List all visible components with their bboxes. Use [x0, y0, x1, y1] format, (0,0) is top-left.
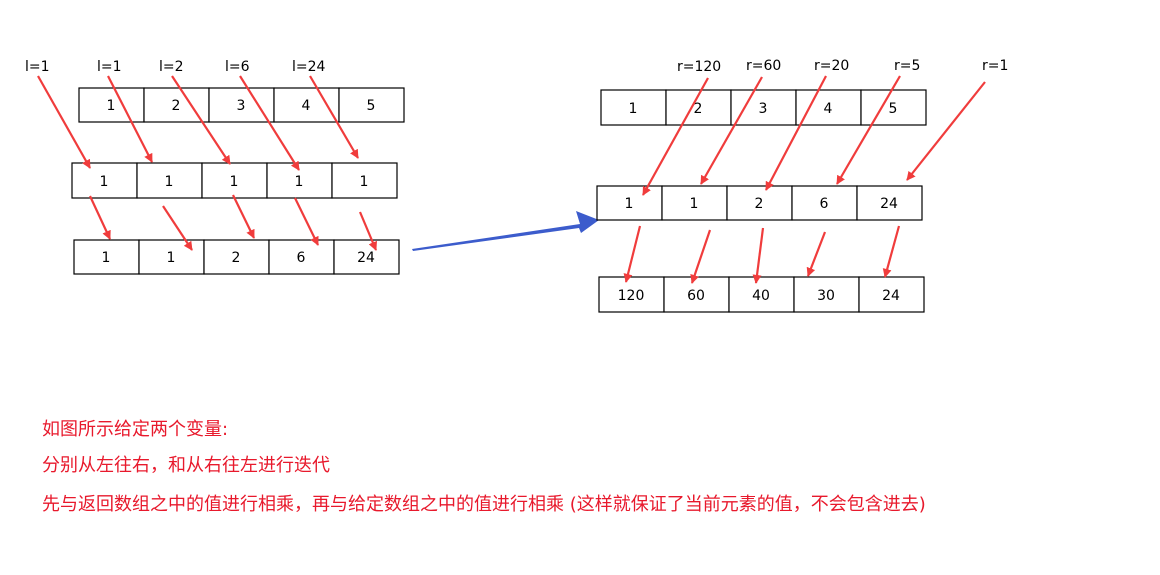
right-label-arrow: [906, 81, 986, 181]
right-result-cell-1: 60: [687, 288, 705, 304]
right-result-cell-4: 24: [882, 288, 900, 304]
right-label-3: r=5: [894, 58, 920, 74]
left-label-2: l=2: [159, 59, 184, 75]
right-label-arrow: [765, 75, 827, 191]
left-given-cell-0: 1: [107, 98, 116, 114]
left-result-cell-4: 24: [357, 250, 375, 266]
blue-arrow-shape: [412, 211, 599, 251]
left-result-arrow: [294, 197, 319, 246]
left-result-arrows: [89, 194, 378, 251]
left-result-arrow: [232, 194, 255, 239]
left-given-cell-4: 5: [367, 98, 376, 114]
left-result-arrow: [89, 195, 111, 240]
left-init-cell-2: 1: [230, 174, 239, 190]
right-result-arrow: [623, 225, 642, 283]
right-result-cell-2: 40: [752, 288, 770, 304]
left-label-3: l=6: [225, 59, 250, 75]
right-label-arrows: [642, 75, 986, 196]
left-init-cell-4: 1: [360, 174, 369, 190]
left-given-array: 1 2 3 4 5: [78, 87, 405, 123]
left-result-arrow: [162, 205, 193, 251]
left-result-cell-3: 6: [297, 250, 306, 266]
left-label-arrows: [37, 75, 359, 171]
left-label-0: l=1: [25, 59, 50, 75]
right-mid-cell-0: 1: [625, 196, 634, 212]
right-result-cell-3: 30: [817, 288, 835, 304]
left-label-arrow: [37, 75, 91, 169]
right-mid-array: 1 1 2 6 24: [596, 185, 923, 221]
right-given-array: 1 2 3 4 5: [600, 89, 927, 126]
right-label-4: r=1: [982, 58, 1008, 74]
right-label-arrow: [642, 77, 709, 196]
left-label-4: l=24: [292, 59, 326, 75]
left-result-cell-0: 1: [102, 250, 111, 266]
right-mid-cell-3: 6: [820, 196, 829, 212]
left-result-cell-2: 2: [232, 250, 241, 266]
right-result-cell-0: 120: [618, 288, 645, 304]
left-label-arrow: [309, 75, 359, 159]
left-label-arrow: [171, 75, 231, 165]
left-label-1: l=1: [97, 59, 122, 75]
right-label-arrow: [700, 76, 763, 185]
right-mid-cell-2: 2: [755, 196, 764, 212]
left-init-cell-0: 1: [100, 174, 109, 190]
right-label-arrow: [836, 75, 901, 185]
left-given-cell-2: 3: [237, 98, 246, 114]
left-result-cell-1: 1: [167, 250, 176, 266]
right-given-cell-1: 2: [694, 101, 703, 117]
right-given-cell-4: 5: [889, 101, 898, 117]
left-init-array: 1 1 1 1 1: [71, 162, 398, 199]
left-given-cell-3: 4: [302, 98, 311, 114]
left-label-arrow: [239, 75, 300, 171]
left-result-arrow: [358, 211, 378, 251]
right-label-0: r=120: [677, 59, 721, 75]
right-result-arrow: [882, 225, 901, 278]
caption-line-3: 先与返回数组之中的值进行相乘，再与给定数组之中的值进行相乘 (这样就保证了当前元…: [42, 494, 926, 515]
right-result-arrow: [690, 229, 712, 284]
right-label-1: r=60: [746, 58, 781, 74]
caption-line-1: 如图所示给定两个变量:: [42, 419, 229, 440]
right-result-array: 120 60 40 30 24: [598, 276, 925, 313]
left-given-cell-1: 2: [172, 98, 181, 114]
left-init-cell-3: 1: [295, 174, 304, 190]
blue-transition-arrow: [412, 211, 599, 251]
right-label-2: r=20: [814, 58, 849, 74]
right-given-cell-0: 1: [629, 101, 638, 117]
left-result-array: 1 1 2 6 24: [73, 239, 400, 275]
right-given-cell-2: 3: [759, 101, 768, 117]
left-label-arrow: [107, 75, 153, 163]
right-given-cell-3: 4: [824, 101, 833, 117]
prefix-product-diagram: l=1 l=1 l=2 l=6 l=24 1 2 3 4 5 1 1 1: [25, 58, 1008, 313]
right-mid-cell-4: 24: [880, 196, 898, 212]
right-mid-cell-1: 1: [690, 196, 699, 212]
right-result-arrow: [752, 227, 765, 284]
right-result-arrows: [623, 225, 901, 284]
left-init-cell-1: 1: [165, 174, 174, 190]
caption-line-2: 分别从左往右，和从右往左进行迭代: [42, 455, 330, 476]
right-result-arrow: [806, 231, 827, 277]
